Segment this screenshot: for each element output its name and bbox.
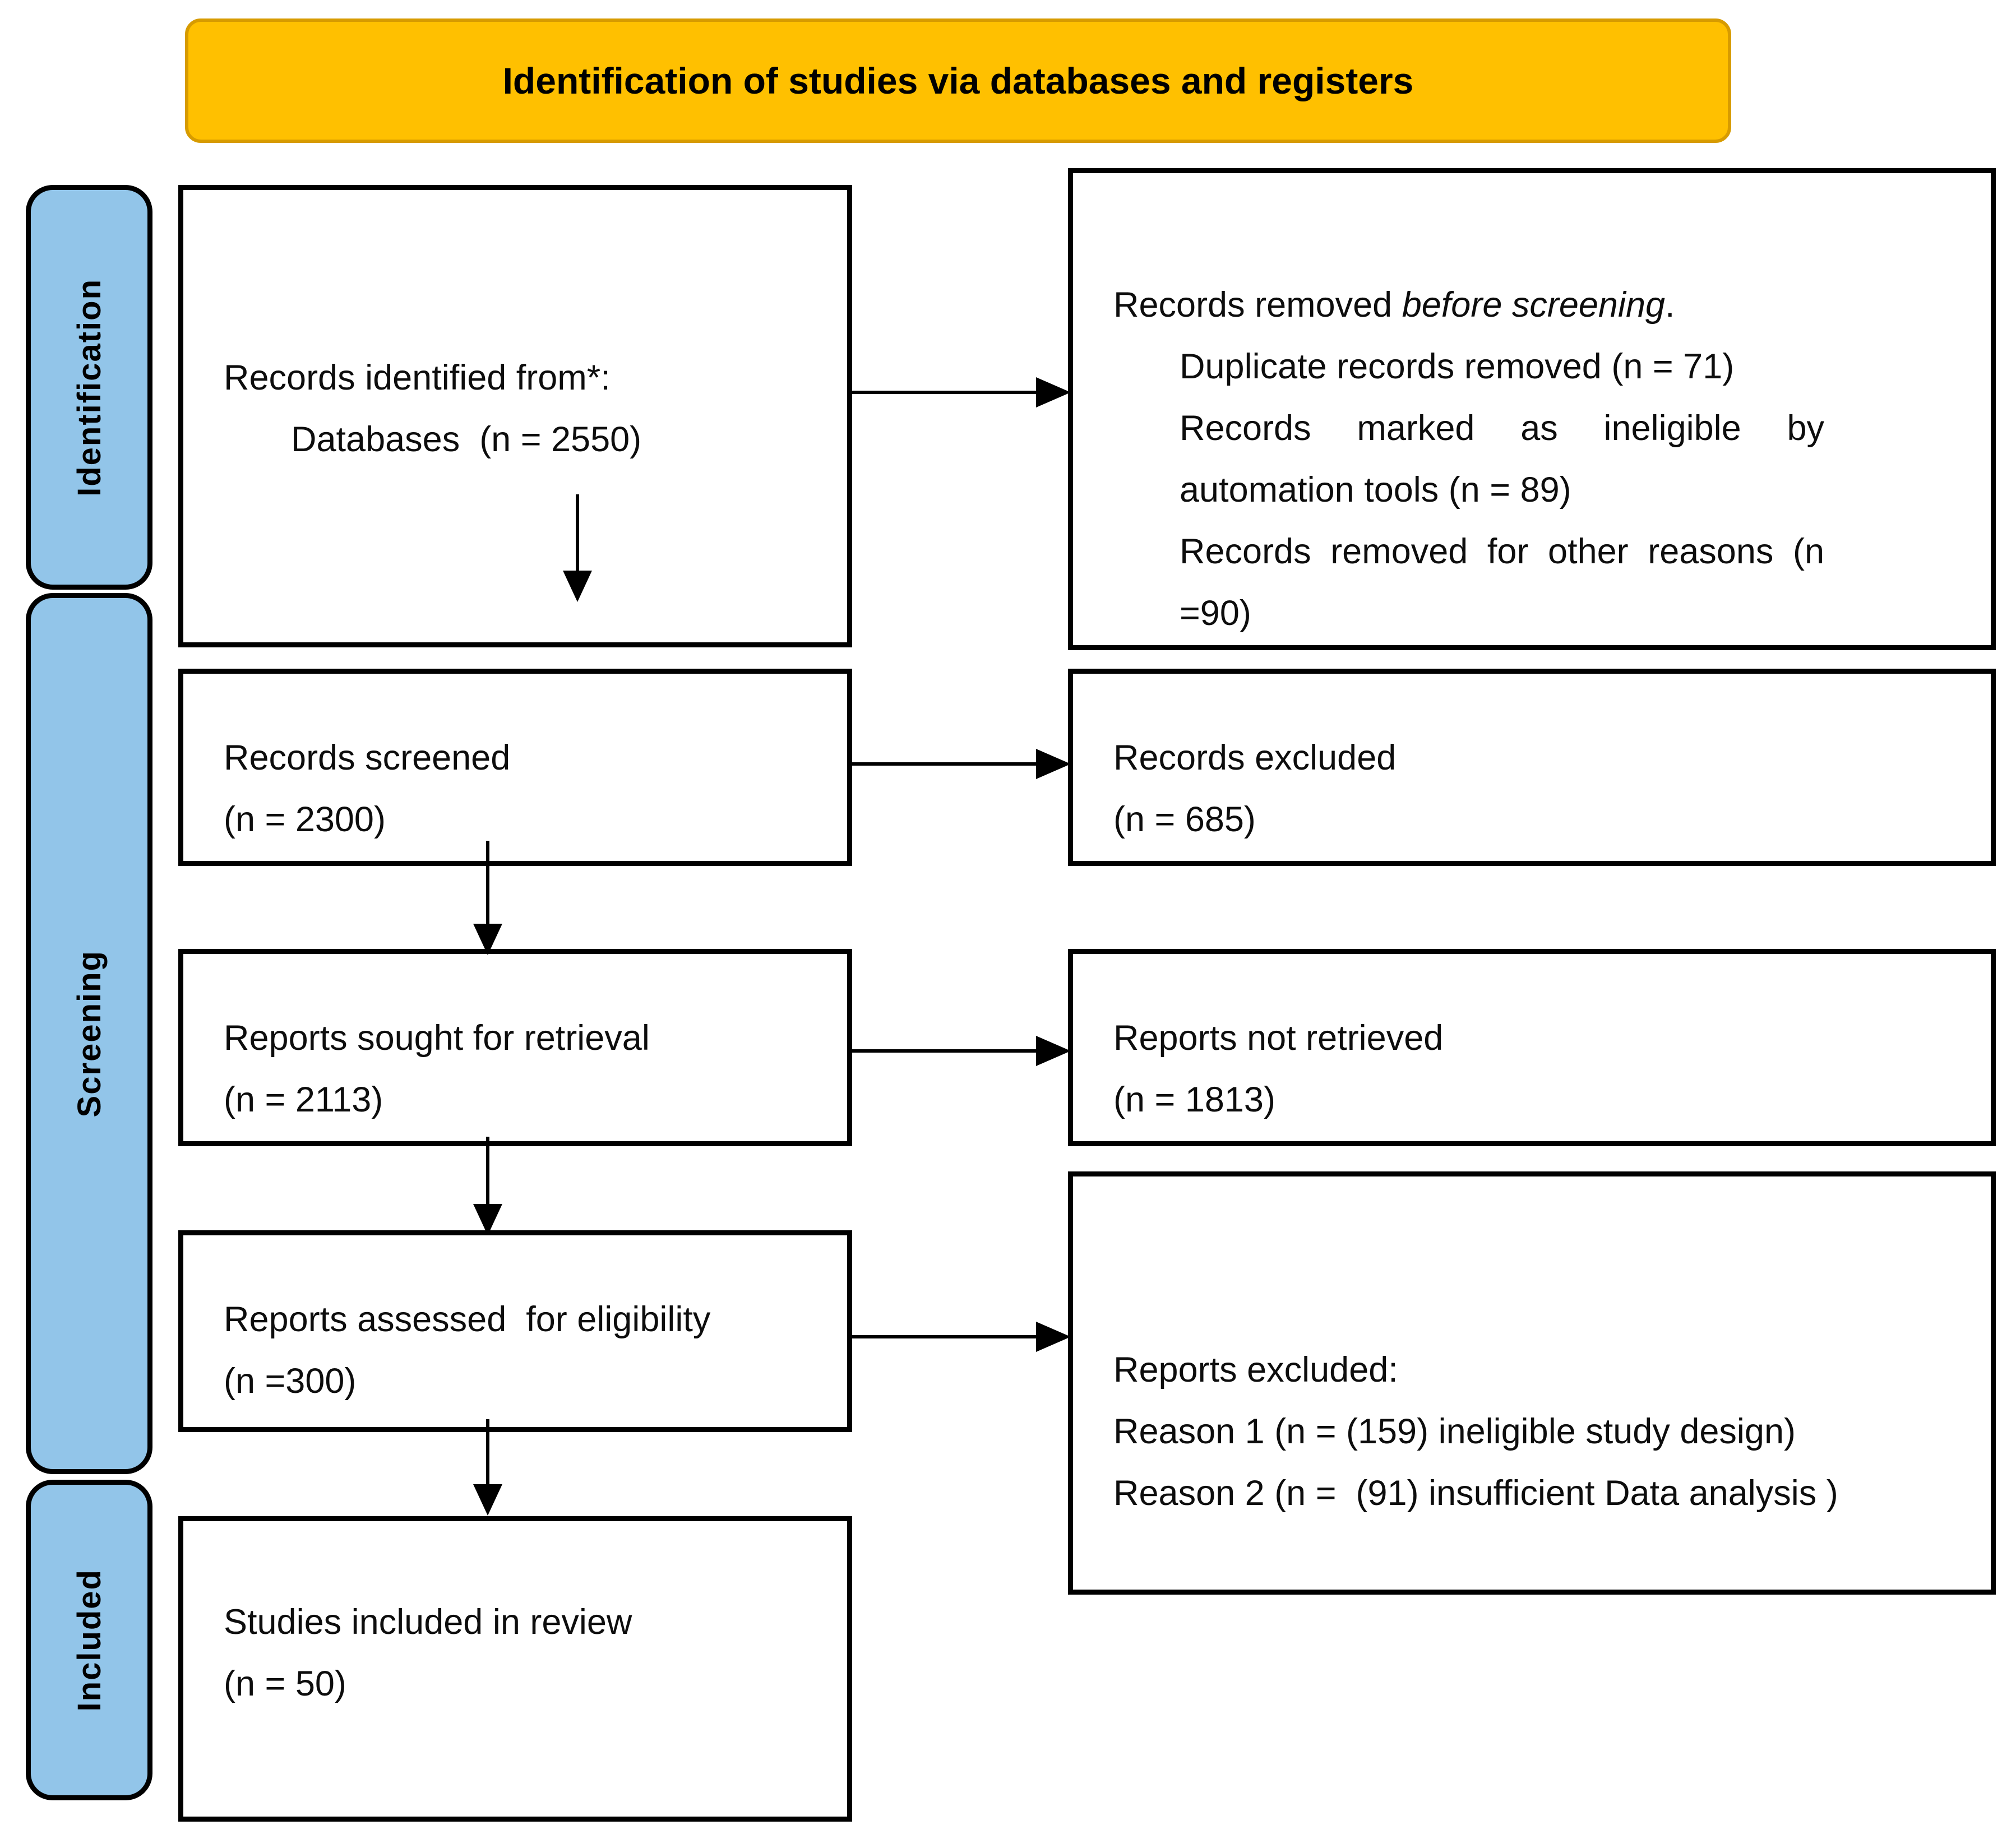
reports-not-retrieved-line2: (n = 1813): [1113, 1080, 1275, 1119]
records-removed-item-other: Records removed for other reasons (n =90…: [1180, 532, 1824, 633]
box-records-excluded: Records excluded (n = 685): [1068, 669, 1996, 866]
records-excluded-line2: (n = 685): [1113, 800, 1256, 839]
reports-not-retrieved-line1: Reports not retrieved: [1113, 1018, 1444, 1058]
records-removed-intro-prefix: Records removed: [1113, 285, 1402, 325]
box-reports-not-retrieved: Reports not retrieved (n = 1813): [1068, 949, 1996, 1146]
arrow-stem: [852, 1049, 1037, 1053]
records-screened-line2: (n = 2300): [224, 800, 386, 839]
records-removed-intro-suffix: .: [1665, 285, 1675, 325]
records-identified-line1: Records identified from*:: [224, 358, 611, 397]
arrow-stem: [486, 1419, 489, 1486]
reports-excluded-reason2: Reason 2 (n = (91) insufficient Data ana…: [1113, 1474, 1838, 1513]
arrow-stem: [852, 762, 1037, 766]
reports-excluded-reason1: Reason 1 (n = (159) ineligible study des…: [1113, 1412, 1796, 1451]
records-screened-line1: Records screened: [224, 738, 511, 777]
box-records-identified: Records identified from*: Databases (n =…: [178, 185, 852, 647]
reports-excluded-line1: Reports excluded:: [1113, 1350, 1398, 1389]
arrow-head: [1036, 749, 1071, 779]
studies-included-line1: Studies included in review: [224, 1602, 632, 1642]
arrow-head: [1036, 1322, 1071, 1352]
box-studies-included: Studies included in review (n = 50): [178, 1516, 852, 1822]
sidebar-stage-identification: Identification: [26, 185, 152, 590]
box-records-removed: Records removed before screening. Duplic…: [1068, 168, 1996, 650]
box-reports-assessed: Reports assessed for eligibility (n =300…: [178, 1230, 852, 1432]
records-removed-item-duplicates: Duplicate records removed (n = 71): [1180, 347, 1735, 386]
reports-assessed-line2: (n =300): [224, 1361, 357, 1401]
stage-label-identification: Identification: [71, 278, 108, 497]
records-excluded-line1: Records excluded: [1113, 738, 1397, 777]
records-removed-item-automation: Records marked as ineligible by automati…: [1180, 409, 1824, 509]
box-reports-sought: Reports sought for retrieval (n = 2113): [178, 949, 852, 1146]
box-reports-excluded: Reports excluded: Reason 1 (n = (159) in…: [1068, 1171, 1996, 1595]
arrow-stem: [852, 1335, 1037, 1338]
arrow-head: [473, 1204, 502, 1235]
arrow-stem: [852, 391, 1037, 394]
arrow-stem: [486, 1137, 489, 1206]
box-records-screened: Records screened (n = 2300): [178, 669, 852, 866]
banner-title: Identification of studies via databases …: [185, 18, 1731, 143]
sidebar-stage-included: Included: [26, 1480, 152, 1800]
arrow-head: [563, 571, 592, 602]
records-removed-intro: Records removed before screening.: [1113, 274, 1968, 336]
studies-included-line2: (n = 50): [224, 1664, 346, 1703]
stage-label-screening: Screening: [71, 949, 108, 1118]
banner-title-text: Identification of studies via databases …: [502, 60, 1414, 101]
arrow-stem: [576, 494, 579, 573]
records-removed-intro-italic: before screening: [1402, 285, 1666, 325]
stage-label-included: Included: [71, 1568, 108, 1712]
arrow-head: [1036, 1036, 1071, 1066]
arrow-head: [1036, 377, 1071, 407]
arrow-head: [473, 1484, 502, 1516]
reports-sought-line1: Reports sought for retrieval: [224, 1018, 650, 1058]
reports-sought-line2: (n = 2113): [224, 1080, 383, 1119]
records-identified-line2: Databases (n = 2550): [291, 420, 642, 459]
sidebar-stage-screening: Screening: [26, 593, 152, 1474]
arrow-stem: [486, 841, 489, 926]
reports-assessed-line1: Reports assessed for eligibility: [224, 1300, 711, 1339]
arrow-head: [473, 924, 502, 955]
